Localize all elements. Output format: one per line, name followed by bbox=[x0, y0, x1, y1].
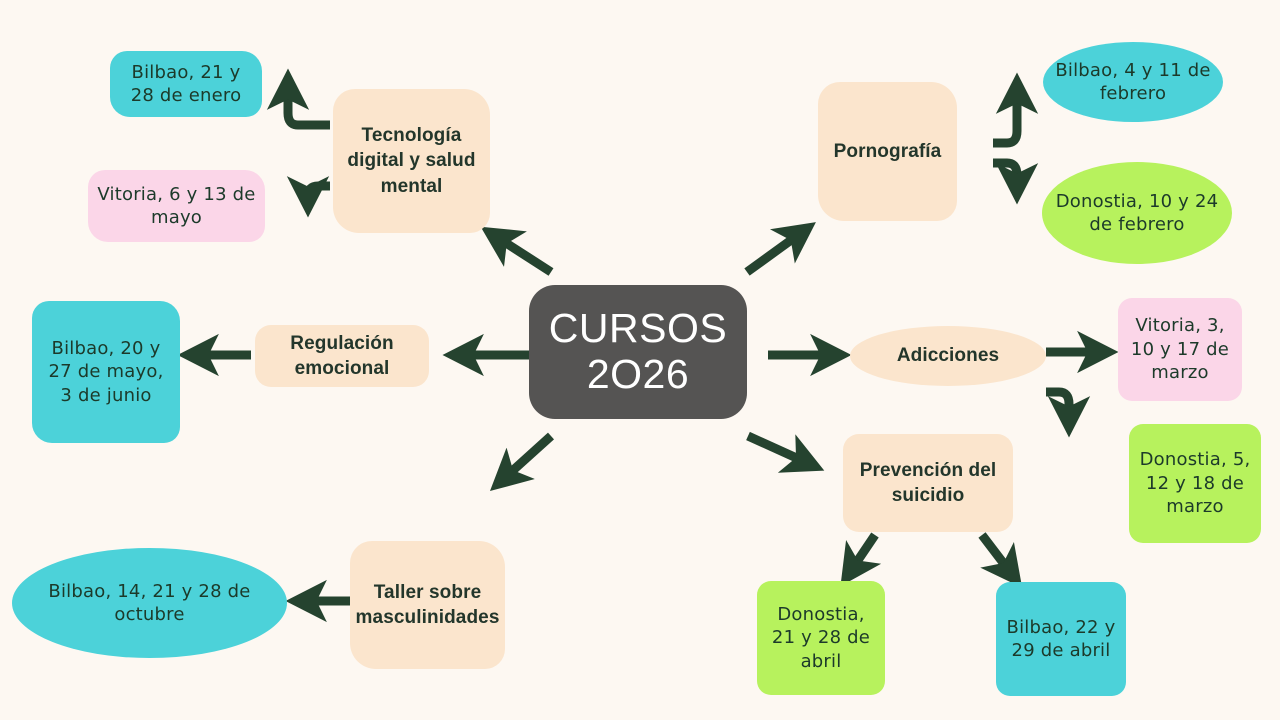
topic-node-tecnologia[interactable]: Tecnología digital y salud mental bbox=[333, 89, 490, 233]
session-label-tec-vitoria: Vitoria, 6 y 13 de mayo bbox=[97, 183, 256, 228]
session-label-adi-donostia: Donostia, 5, 12 y 18 de marzo bbox=[1139, 449, 1251, 518]
session-label-reg-bilbao: Bilbao, 20 y 27 de mayo, 3 de junio bbox=[48, 337, 164, 406]
arrow-prevencion-bilbao bbox=[978, 532, 1023, 588]
arrow-pornografia-donostia bbox=[993, 158, 1039, 205]
session-node-tec-vitoria[interactable]: Vitoria, 6 y 13 de mayo bbox=[88, 170, 265, 242]
session-node-reg-bilbao[interactable]: Bilbao, 20 y 27 de mayo, 3 de junio bbox=[32, 301, 180, 443]
arrow-hub-masculinidades bbox=[489, 432, 555, 492]
session-node-por-bilbao[interactable]: Bilbao, 4 y 11 de febrero bbox=[1043, 42, 1223, 122]
arrow-tecnologia-bilbao bbox=[266, 68, 330, 130]
session-node-pre-donostia[interactable]: Donostia, 21 y 28 de abril bbox=[757, 581, 885, 695]
arrow-hub-tecnologia bbox=[480, 226, 554, 276]
topic-label-masculinidades: Taller sobre masculinidades bbox=[355, 581, 500, 628]
topic-label-adicciones: Adicciones bbox=[896, 345, 1000, 367]
topic-label-prevencion: Prevención del suicidio bbox=[859, 459, 997, 506]
center-node[interactable]: CURSOS 2O26 bbox=[529, 285, 747, 419]
session-node-mas-bilbao[interactable]: Bilbao, 14, 21 y 28 de octubre bbox=[12, 548, 287, 658]
session-node-pre-bilbao[interactable]: Bilbao, 22 y 29 de abril bbox=[996, 582, 1126, 696]
arrow-pornografia-bilbao bbox=[993, 72, 1039, 148]
session-node-por-donostia[interactable]: Donostia, 10 y 24 de febrero bbox=[1042, 162, 1232, 264]
arrow-prevencion-donostia bbox=[840, 532, 882, 587]
session-label-por-donostia: Donostia, 10 y 24 de febrero bbox=[1055, 190, 1219, 235]
arrow-tecnologia-vitoria bbox=[286, 176, 330, 218]
center-title-line2: 2O26 bbox=[586, 351, 690, 397]
session-label-tec-bilbao: Bilbao, 21 y 28 de enero bbox=[130, 61, 242, 106]
topic-label-tecnologia: Tecnología digital y salud mental bbox=[347, 125, 476, 197]
session-node-tec-bilbao[interactable]: Bilbao, 21 y 28 de enero bbox=[110, 51, 262, 117]
session-label-pre-bilbao: Bilbao, 22 y 29 de abril bbox=[1006, 616, 1116, 661]
topic-node-masculinidades[interactable]: Taller sobre masculinidades bbox=[350, 541, 505, 669]
topic-node-regulacion[interactable]: Regulación emocional bbox=[255, 325, 429, 387]
session-label-adi-vitoria: Vitoria, 3, 10 y 17 de marzo bbox=[1130, 315, 1230, 384]
arrow-hub-prevencion bbox=[746, 431, 825, 473]
topic-label-pornografia: Pornografía bbox=[833, 140, 942, 162]
session-label-mas-bilbao: Bilbao, 14, 21 y 28 de octubre bbox=[48, 580, 251, 625]
session-node-adi-vitoria[interactable]: Vitoria, 3, 10 y 17 de marzo bbox=[1118, 298, 1242, 401]
session-label-por-bilbao: Bilbao, 4 y 11 de febrero bbox=[1055, 59, 1211, 104]
session-node-adi-donostia[interactable]: Donostia, 5, 12 y 18 de marzo bbox=[1129, 424, 1261, 543]
topic-label-regulacion: Regulación emocional bbox=[290, 332, 394, 379]
center-title-line1: CURSOS bbox=[548, 305, 728, 352]
topic-node-pornografia[interactable]: Pornografía bbox=[818, 82, 957, 221]
topic-node-adicciones[interactable]: Adicciones bbox=[850, 326, 1046, 386]
arrow-adicciones-donostia bbox=[1046, 387, 1091, 438]
session-label-pre-donostia: Donostia, 21 y 28 de abril bbox=[771, 603, 871, 672]
arrow-hub-pornografia bbox=[744, 222, 816, 276]
topic-node-prevencion[interactable]: Prevención del suicidio bbox=[843, 434, 1013, 532]
